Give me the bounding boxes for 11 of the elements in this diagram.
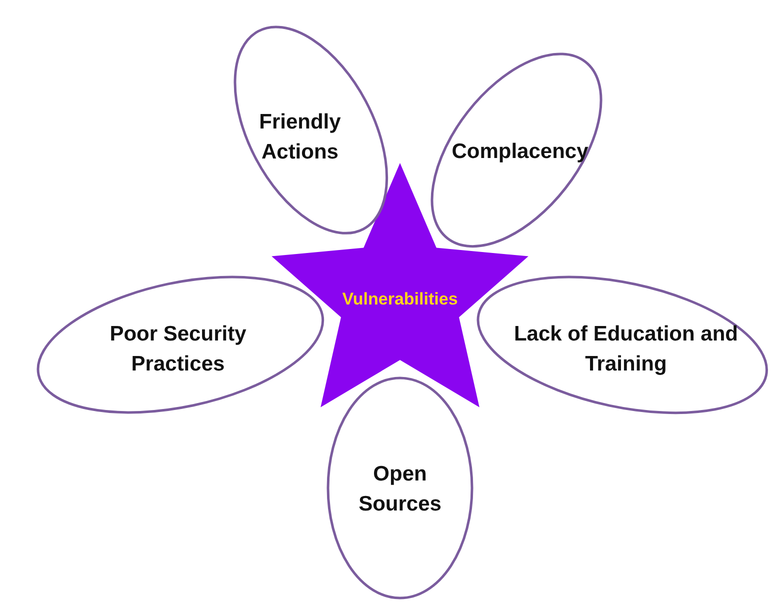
petal-ellipse bbox=[432, 54, 602, 246]
petal-ellipse bbox=[328, 378, 472, 598]
petal-ellipse bbox=[235, 26, 387, 234]
petal-ellipse bbox=[38, 277, 322, 413]
petal-label: Friendly Actions bbox=[258, 110, 342, 166]
petal-ellipse bbox=[478, 277, 766, 413]
center-label: Vulnerabilities bbox=[341, 288, 459, 311]
petal-label: Poor Security Practices bbox=[108, 322, 248, 378]
petal-label: Complacency bbox=[450, 138, 590, 165]
petal-label: Lack of Education and Training bbox=[512, 322, 739, 378]
petal-label: Open Sources bbox=[358, 462, 442, 518]
